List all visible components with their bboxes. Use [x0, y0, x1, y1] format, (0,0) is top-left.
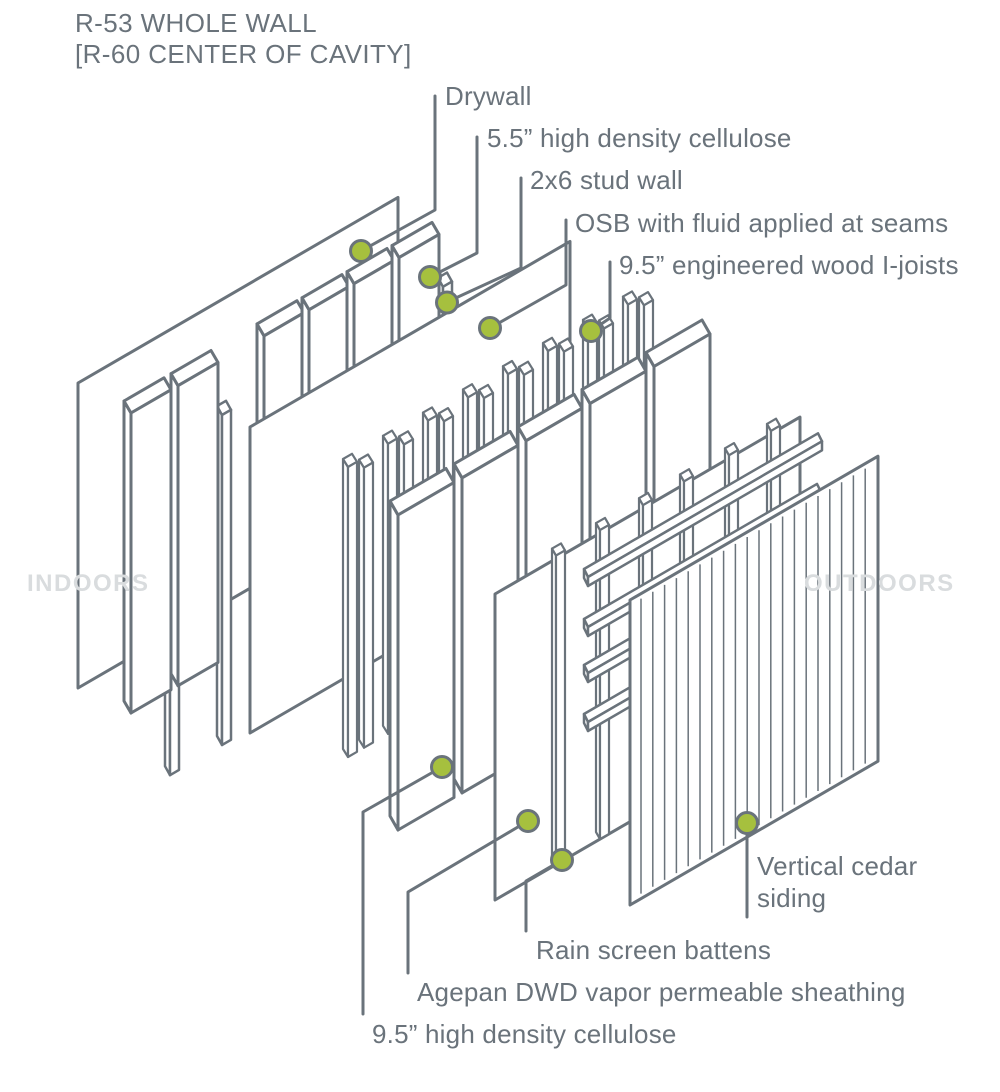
leader-line-agepan — [406, 819, 530, 975]
leader-line-drywall — [359, 94, 437, 253]
layer-stud — [220, 408, 233, 747]
callout-dot-cellulose-5-5 — [418, 265, 442, 289]
label-cellulose-5-5: 5.5” high density cellulose — [487, 123, 792, 153]
label-agepan: Agepan DWD vapor permeable sheathing — [417, 977, 906, 1007]
leader-line-cellulose-9-5 — [361, 765, 444, 1016]
layer-ijoist — [362, 461, 375, 749]
layer-cellulose-5-5 — [176, 361, 220, 688]
leader-line-rain-screen — [524, 858, 564, 933]
leader-line-cellulose-5-5 — [428, 135, 479, 279]
side-label-outdoors: OUTDOORS — [804, 570, 955, 597]
diagram-title: R-53 WHOLE WALL [R-60 CENTER OF CAVITY] — [75, 8, 412, 70]
title-line-2: [R-60 CENTER OF CAVITY] — [75, 39, 412, 69]
layer-cellulose-5-5 — [129, 388, 173, 715]
label-cellulose-9-5: 9.5” high density cellulose — [372, 1019, 677, 1049]
label-siding: Vertical cedar siding — [757, 851, 918, 913]
layer-rain-screen-strip — [598, 523, 611, 841]
leader-line-osb — [488, 218, 568, 330]
callout-dot-osb — [478, 316, 502, 340]
layer-rain-screen-strip — [554, 549, 567, 866]
layer-ijoist — [346, 460, 359, 759]
title-line-1: R-53 WHOLE WALL — [75, 8, 317, 38]
callout-dot-cellulose-9-5 — [430, 755, 454, 779]
callout-dot-stud-wall — [435, 290, 459, 315]
callout-dot-siding — [735, 811, 759, 835]
layer-rain-screen-rail — [586, 440, 824, 588]
callout-dot-ijoists — [579, 319, 603, 343]
side-label-indoors: INDOORS — [27, 570, 150, 597]
layer-siding — [628, 454, 880, 907]
callout-dot-rain-screen — [550, 848, 574, 872]
label-ijoists: 9.5” engineered wood I-joists — [619, 250, 959, 280]
label-rain-screen: Rain screen battens — [536, 935, 772, 965]
layer-cellulose-9-5 — [396, 481, 456, 832]
callout-dot-drywall — [349, 239, 373, 263]
label-stud-wall: 2x6 stud wall — [530, 165, 683, 195]
label-osb: OSB with fluid applied at seams — [575, 208, 949, 238]
label-drywall: Drywall — [445, 81, 532, 111]
callout-dot-agepan — [516, 809, 540, 833]
leader-line-stud-wall — [445, 176, 523, 304]
